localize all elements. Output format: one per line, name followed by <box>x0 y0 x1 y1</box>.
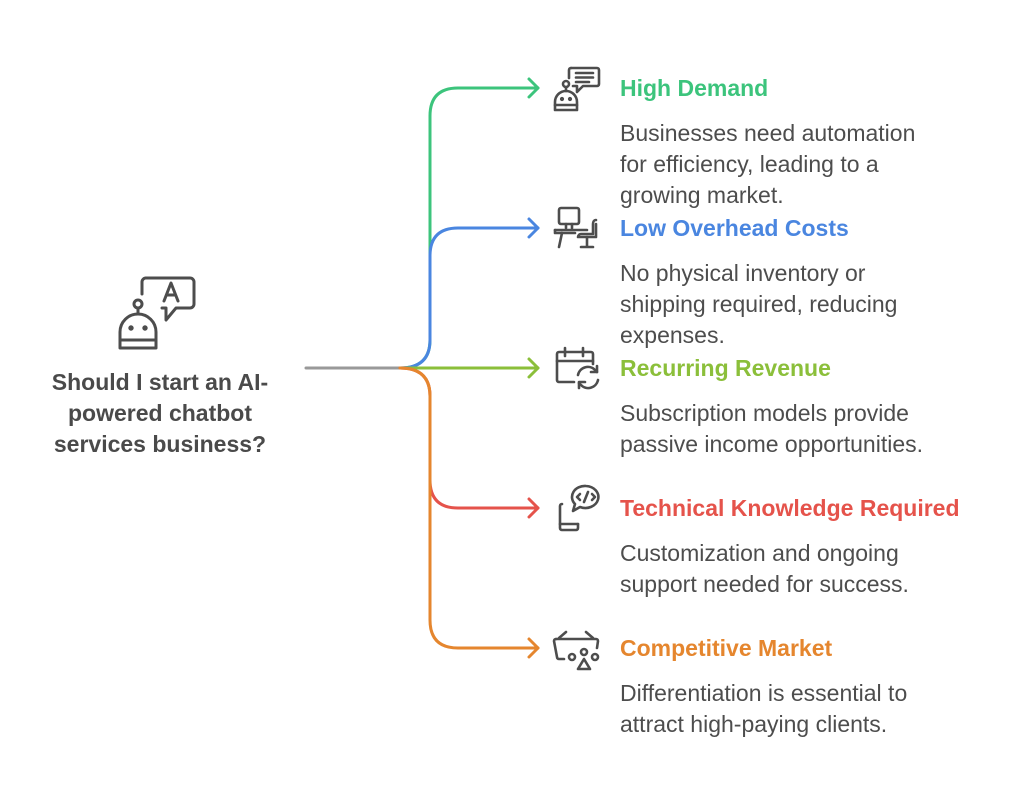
description-line: shipping required, reducing <box>620 291 898 317</box>
branch-connector-technical-knowledge-required <box>398 366 540 510</box>
item-title-competitive-market: Competitive Market <box>620 635 833 661</box>
branch-connector-competitive-market <box>398 366 540 650</box>
item-title-recurring-revenue: Recurring Revenue <box>620 355 831 381</box>
arrowhead-low-overhead-costs <box>527 217 540 239</box>
arrowhead-recurring-revenue <box>527 357 540 379</box>
desk-chair-computer-icon <box>552 202 604 254</box>
arrowhead-technical-knowledge-required <box>527 497 540 519</box>
item-description-competitive-market: Differentiation is essential to attract … <box>620 678 980 740</box>
description-line: attract high-paying clients. <box>620 711 888 737</box>
item-description-low-overhead-costs: No physical inventory or shipping requir… <box>620 258 980 351</box>
item-title-high-demand: High Demand <box>620 75 769 101</box>
description-line: Customization and ongoing <box>620 540 899 566</box>
branch-connector-low-overhead-costs <box>398 226 540 370</box>
description-line: passive income opportunities. <box>620 431 923 457</box>
item-title-low-overhead-costs: Low Overhead Costs <box>620 215 849 241</box>
calendar-refresh-icon <box>552 342 604 394</box>
robot-chat-icon <box>552 62 604 114</box>
description-line: Subscription models provide <box>620 400 909 426</box>
item-description-technical-knowledge-required: Customization and ongoing support needed… <box>620 538 980 600</box>
description-line: support needed for success. <box>620 571 909 597</box>
central-question: Should I start an AI- powered chatbot se… <box>20 367 300 460</box>
description-line: expenses. <box>620 322 725 348</box>
item-description-recurring-revenue: Subscription models provide passive inco… <box>620 398 980 460</box>
description-line: Differentiation is essential to <box>620 680 908 706</box>
phone-code-bubble-icon <box>552 482 604 534</box>
description-line: Businesses need automation <box>620 120 916 146</box>
basket-shapes-icon <box>552 622 604 674</box>
description-line: for efficiency, leading to a <box>620 151 879 177</box>
arrowhead-competitive-market <box>527 637 540 659</box>
item-title-technical-knowledge-required: Technical Knowledge Required <box>620 495 960 521</box>
question-line: services business? <box>53 431 267 457</box>
item-description-high-demand: Businesses need automation for efficienc… <box>620 118 980 211</box>
robot-speech-letter-a-icon <box>112 268 202 358</box>
arrowhead-high-demand <box>527 77 540 99</box>
question-line: powered chatbot <box>67 400 252 426</box>
question-line: Should I start an AI- <box>51 369 269 395</box>
description-line: growing market. <box>620 182 784 208</box>
description-line: No physical inventory or <box>620 260 866 286</box>
